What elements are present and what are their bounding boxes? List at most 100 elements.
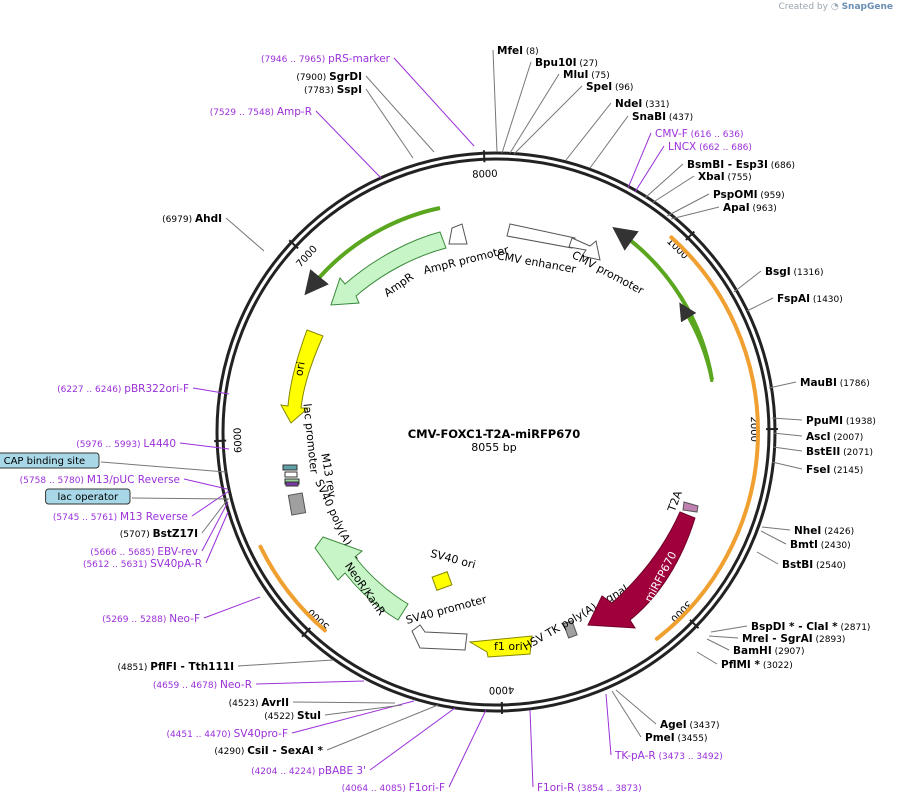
primer-label-6[interactable]: CMV-F (616 .. 636) (655, 128, 743, 140)
snapgene-credit: Created by ◔ SnapGene (778, 2, 893, 12)
enzyme-label-24[interactable]: BamHI (2907) (733, 645, 805, 657)
primer-label-40[interactable]: (5666 .. 5685) EBV-rev (90, 546, 198, 558)
ori-label: ori (292, 361, 307, 377)
box-43[interactable] (45, 488, 131, 505)
leader-21 (756, 551, 779, 565)
primer-label-7[interactable]: LNCX (662 .. 686) (668, 141, 752, 153)
snapgene-logo-icon: ◔ (830, 2, 839, 12)
enzyme-label-3[interactable]: SpeI (96) (586, 81, 633, 93)
enzyme-label-0[interactable]: MfeI (8) (497, 45, 539, 57)
primer-label-33[interactable]: (4451 .. 4470) SV40pro-F (166, 728, 288, 740)
enzyme-label-48[interactable]: (6979) AhdI (162, 213, 222, 225)
hsv-tk-feature[interactable] (562, 620, 578, 639)
box-label-43: lac operator (58, 492, 119, 503)
lac-small-features[interactable] (282, 464, 307, 516)
enzyme-label-41[interactable]: (5707) BstZ17I (120, 528, 198, 540)
leader-52 (393, 57, 475, 147)
enzyme-label-13[interactable]: FspAI (1430) (777, 293, 843, 305)
primer-label-47[interactable]: (6227 .. 6246) pBR322ori-F (57, 383, 189, 395)
enzyme-label-1[interactable]: Bpu10I (27) (535, 57, 598, 69)
primer-label-49[interactable]: (7529 .. 7548) Amp-R (210, 106, 312, 118)
primer-label-42[interactable]: (5745 .. 5761) M13 Reverse (53, 511, 188, 523)
primer-label-39[interactable]: (5612 .. 5631) SV40pA-R (83, 558, 202, 570)
primer-label-28[interactable]: TK-pA-R (3473 .. 3492) (614, 750, 723, 762)
enzyme-label-5[interactable]: SnaBI (437) (632, 111, 693, 123)
enzyme-label-10[interactable]: PspOMI (959) (713, 189, 785, 201)
primer-label-46[interactable]: (5976 .. 5993) L4440 (76, 438, 176, 450)
enzyme-label-19[interactable]: NheI (2426) (794, 525, 854, 537)
box-label-45: CAP binding site (4, 456, 86, 467)
enzyme-label-25[interactable]: PflMI * (3022) (721, 659, 793, 671)
enzyme-label-35[interactable]: (4523) AvrII (229, 697, 289, 709)
enzyme-label-8[interactable]: BsmBI - Esp3I (686) (687, 159, 795, 171)
tick-label-2000: 2000 (748, 416, 759, 442)
enzyme-label-15[interactable]: PpuMI (1938) (806, 415, 876, 427)
enzyme-label-14[interactable]: MauBI (1786) (800, 377, 870, 389)
enzyme-label-11[interactable]: ApaI (963) (723, 202, 777, 214)
leader-32 (326, 704, 439, 751)
enzyme-label-18[interactable]: FseI (2145) (806, 464, 863, 476)
f1-ori-feature[interactable] (468, 635, 533, 658)
sv40-ori-feature[interactable] (431, 571, 453, 591)
sv40-promoter-feature[interactable] (411, 624, 468, 651)
enzyme-label-4[interactable]: NdeI (331) (615, 98, 669, 110)
tick-label-4000: 4000 (489, 684, 515, 696)
enzyme-label-17[interactable]: BstEII (2071) (806, 446, 873, 458)
t2a-feature[interactable] (682, 501, 699, 513)
leader-35 (292, 701, 396, 704)
leader-41 (201, 498, 229, 534)
leader-0 (492, 49, 498, 153)
neo-feature[interactable] (314, 536, 409, 621)
enzyme-label-16[interactable]: AscI (2007) (806, 431, 863, 443)
primer-label-52[interactable]: (7946 .. 7965) pRS-marker (261, 53, 391, 65)
cmv-promoter-label: CMV promoter (570, 248, 646, 297)
enzyme-label-51[interactable]: (7900) SgrDI (296, 71, 362, 83)
box-45[interactable] (0, 452, 100, 469)
tick-3000 (689, 619, 700, 629)
orf-arc-orange-left (258, 544, 327, 633)
cmv-enhancer-feature[interactable] (506, 223, 576, 249)
enzyme-label-23[interactable]: MreI - SgrAI (2893) (742, 633, 845, 645)
primer-label-29[interactable]: F1ori-R (3854 .. 3873) (537, 782, 642, 794)
cmv-promoter-feature[interactable] (568, 237, 601, 261)
leader-25 (696, 651, 718, 665)
ori-feature[interactable] (280, 329, 324, 424)
primer-label-36[interactable]: (4659 .. 4678) Neo-R (153, 679, 252, 691)
leader-20 (760, 530, 787, 545)
ampr-promoter-feature[interactable] (448, 223, 468, 245)
primer-label-44[interactable]: (5758 .. 5780) M13/pUC Reverse (20, 474, 180, 486)
lac-promoter-label: lac promoter (300, 403, 320, 475)
enzyme-label-22[interactable]: BspDI * - ClaI * (2871) (751, 621, 870, 633)
plasmid-name: CMV-FOXC1-T2A-miRFP670 (408, 427, 581, 441)
enzyme-label-50[interactable]: (7783) SspI (304, 84, 362, 96)
enzyme-label-26[interactable]: AgeI (3437) (660, 719, 719, 731)
tick-5000 (301, 627, 311, 638)
backbone-outer (215, 151, 777, 713)
leader-15 (771, 417, 803, 421)
enzyme-label-32[interactable]: (4290) CsiI - SexAI * (214, 745, 323, 757)
enzyme-label-21[interactable]: BstBI (2540) (782, 559, 846, 571)
ampr-feature[interactable] (330, 231, 447, 306)
primer-label-31[interactable]: (4204 .. 4224) pBABE 3' (251, 765, 366, 777)
leader-13 (746, 297, 774, 312)
primer-label-38[interactable]: (5269 .. 5288) Neo-F (102, 613, 200, 625)
leader-9 (651, 175, 695, 204)
leader-39 (205, 511, 229, 564)
ampr-label: AmpR (382, 270, 417, 300)
mirfp-feature[interactable] (587, 511, 696, 629)
enzyme-label-2[interactable]: MluI (75) (563, 69, 610, 81)
primer-label-30[interactable]: (4064 .. 4085) F1ori-F (342, 782, 445, 794)
leader-5 (589, 115, 629, 169)
enzyme-label-27[interactable]: PmeI (3455) (645, 732, 707, 744)
leader-2 (509, 73, 560, 154)
leader-46 (179, 442, 230, 450)
leader-48 (225, 217, 265, 252)
enzyme-label-34[interactable]: (4522) StuI (264, 710, 321, 722)
enzyme-label-9[interactable]: XbaI (755) (698, 171, 752, 183)
enzyme-label-12[interactable]: BsgI (1316) (765, 266, 823, 278)
leader-16 (772, 432, 803, 437)
sv40-ori-label: SV40 ori (429, 547, 477, 572)
enzyme-label-37[interactable]: (4851) PflFI - Tth111I (117, 661, 234, 673)
enzyme-label-20[interactable]: BmtI (2430) (790, 539, 851, 551)
orf-arc-orange-right (654, 235, 760, 641)
